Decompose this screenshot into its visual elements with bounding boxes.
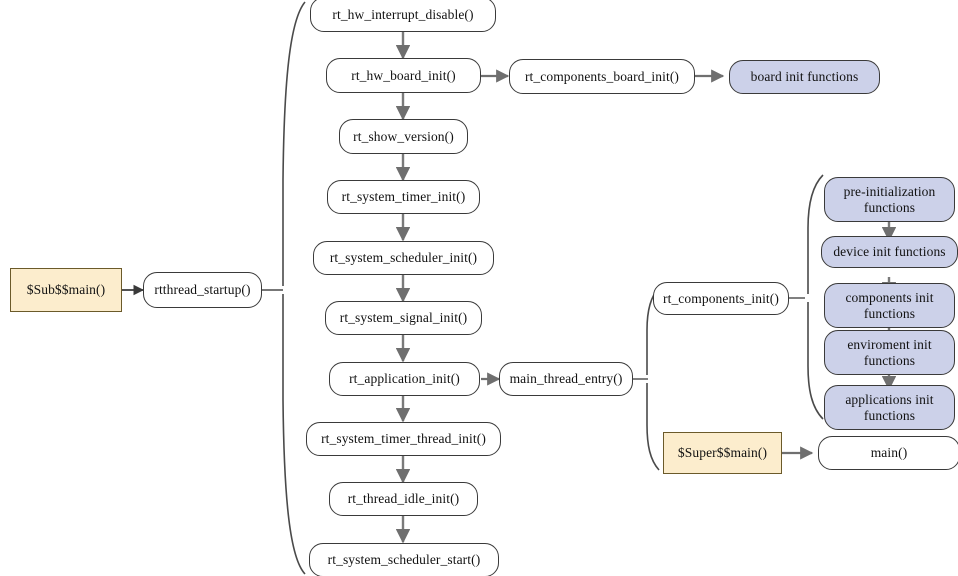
brace-startup-chain — [282, 1, 306, 575]
node-rt-hw-interrupt-disable[interactable]: rt_hw_interrupt_disable() — [310, 0, 496, 32]
node-rt-system-timer-init[interactable]: rt_system_timer_init() — [327, 180, 480, 214]
node-components-init-functions[interactable]: components init functions — [824, 283, 955, 328]
node-rt-components-init[interactable]: rt_components_init() — [653, 282, 789, 315]
node-rt-thread-idle-init[interactable]: rt_thread_idle_init() — [329, 482, 478, 516]
node-pre-initialization-functions[interactable]: pre-initialization functions — [824, 177, 955, 222]
node-main-thread-entry[interactable]: main_thread_entry() — [499, 362, 633, 396]
node-rtthread-startup[interactable]: rtthread_startup() — [143, 272, 262, 308]
node-device-init-functions[interactable]: device init functions — [821, 236, 958, 268]
node-super-main[interactable]: $Super$$main() — [663, 432, 782, 474]
node-rt-system-timer-thread-init[interactable]: rt_system_timer_thread_init() — [306, 422, 501, 456]
node-applications-init-functions[interactable]: applications init functions — [824, 385, 955, 430]
node-rt-hw-board-init[interactable]: rt_hw_board_init() — [326, 58, 481, 93]
brace-component-init-steps — [807, 174, 824, 420]
node-rt-application-init[interactable]: rt_application_init() — [329, 362, 480, 396]
node-rt-system-signal-init[interactable]: rt_system_signal_init() — [325, 301, 482, 335]
node-rt-show-version[interactable]: rt_show_version() — [339, 119, 468, 154]
brace-main-thread-entry-group — [646, 287, 660, 471]
node-sub-main[interactable]: $Sub$$main() — [10, 268, 122, 312]
node-main[interactable]: main() — [818, 436, 958, 470]
node-enviroment-init-functions[interactable]: enviroment init functions — [824, 330, 955, 375]
node-rt-system-scheduler-start[interactable]: rt_system_scheduler_start() — [309, 543, 499, 576]
node-board-init-functions[interactable]: board init functions — [729, 60, 880, 94]
node-rt-system-scheduler-init[interactable]: rt_system_scheduler_init() — [313, 241, 494, 275]
node-rt-components-board-init[interactable]: rt_components_board_init() — [509, 59, 695, 94]
